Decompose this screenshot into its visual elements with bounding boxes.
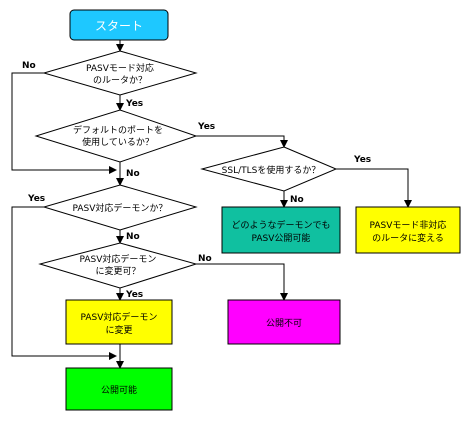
decision-pasv-daemon: PASV対応デーモンか？ — [42, 184, 198, 231]
decision-text-line2: のルータか？ — [93, 75, 147, 86]
result-text-line2: PASV公開可能 — [252, 232, 311, 244]
result-not-public: 公開不可 — [227, 299, 341, 345]
label-daemon-yes: Yes — [27, 194, 45, 204]
result-change-daemon: PASV対応デーモン に変更 — [65, 299, 173, 345]
decision-text-line1: デフォルトのポートを — [73, 124, 163, 136]
edge-router-no — [11, 72, 117, 174]
result-text-line1: PASVモード非対応 — [370, 219, 447, 231]
decision-text-line2: に変更可？ — [95, 265, 140, 277]
result-text-line2: のルータに変える — [372, 232, 444, 244]
decision-text-line1: PASV対応デーモン — [80, 253, 157, 265]
decision-shape — [34, 109, 198, 163]
decision-default-port: デフォルトのポートを 使用しているか？ — [34, 109, 198, 163]
label-router-yes: Yes — [125, 99, 143, 109]
result-text-line1: どのようなデーモンでも — [231, 219, 330, 231]
label-change-no: No — [198, 254, 212, 264]
result-shape — [65, 367, 173, 411]
decision-text: PASV対応デーモンか？ — [73, 202, 168, 214]
label-router-no: No — [22, 61, 36, 71]
start-shape — [69, 9, 169, 41]
decision-text: SSL/TLSを使用するか？ — [222, 164, 321, 176]
start-text: スタート — [95, 19, 143, 33]
result-text: 公開可能 — [101, 384, 137, 396]
result-public: 公開可能 — [65, 367, 173, 411]
start-node: スタート — [69, 9, 169, 41]
decision-shape — [38, 242, 198, 289]
label-ssl-no: No — [290, 195, 304, 205]
edge-ssl-yes — [336, 168, 412, 208]
result-shape — [221, 206, 341, 254]
decision-ssl-tls: SSL/TLSを使用するか？ — [200, 146, 338, 192]
result-shape — [65, 299, 173, 345]
result-text-line1: PASV対応デーモン — [81, 311, 158, 323]
result-shape — [355, 206, 461, 254]
label-ssl-yes: Yes — [353, 155, 371, 165]
decision-pasv-router: PASVモード対応 のルータか？ — [42, 50, 198, 96]
label-port-yes: Yes — [197, 122, 215, 132]
decision-shape — [200, 146, 338, 192]
result-change-router: PASVモード非対応 のルータに変える — [355, 206, 461, 254]
edge-change-no — [196, 263, 288, 301]
edge-port-yes — [196, 135, 288, 148]
result-text: 公開不可 — [266, 318, 302, 329]
edge-daemon-yes — [11, 206, 117, 360]
label-port-no: No — [126, 169, 140, 179]
label-daemon-no: No — [126, 232, 140, 242]
decision-shape — [42, 184, 198, 231]
result-text-line2: に変更 — [105, 324, 132, 336]
decision-text-line1: PASVモード対応 — [86, 62, 154, 74]
result-shape — [227, 299, 341, 345]
result-any-daemon: どのようなデーモンでも PASV公開可能 — [221, 206, 341, 254]
decision-text-line2: 使用しているか？ — [82, 136, 154, 148]
label-change-yes: Yes — [125, 290, 143, 300]
connectors — [11, 40, 412, 369]
decision-shape — [42, 50, 198, 96]
decision-change-daemon: PASV対応デーモン に変更可？ — [38, 242, 198, 289]
